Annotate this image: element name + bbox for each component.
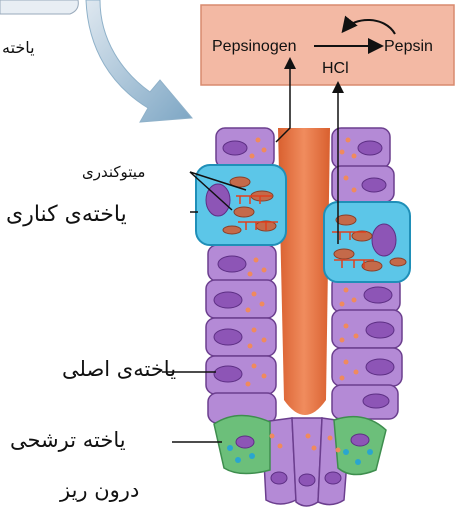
label-parietal-cell: یاخته‌ی کناری: [6, 202, 127, 227]
catalyst-label: HCl: [322, 60, 349, 77]
reactant-label: Pepsinogen: [212, 38, 297, 55]
parietal-cell-right: [324, 202, 410, 282]
gland-lumen: [278, 128, 330, 415]
parietal-cell-left: [196, 165, 286, 245]
reaction-box: Pepsinogen Pepsin HCl: [201, 5, 454, 85]
pointer-arrow: [86, 0, 192, 122]
product-label: Pepsin: [384, 38, 433, 55]
label-endocrine-cell-line2: درون ریز: [60, 478, 139, 502]
label-mitochondria: میتوکندری: [82, 163, 145, 181]
label-cell-fragment: یاخته: [2, 38, 35, 57]
label-chief-cell: یاخته‌ی اصلی: [62, 357, 176, 381]
label-endocrine-cell-line1: یاخته ترشحی: [10, 428, 126, 452]
context-fragment: [0, 0, 78, 14]
